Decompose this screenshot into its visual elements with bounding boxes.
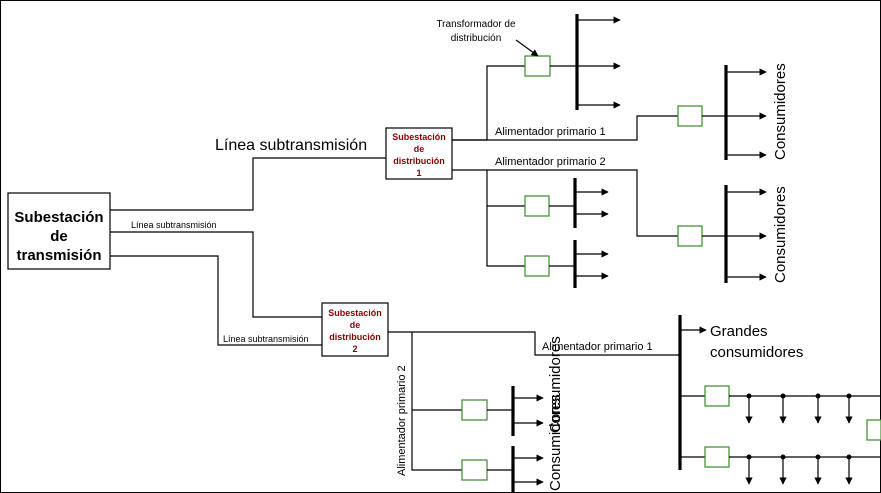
lv-service-drops <box>745 393 853 485</box>
consumers-label-4: Consumidores <box>547 394 564 491</box>
transformer-lv-3-partial <box>866 419 881 441</box>
transformer-feeder-1-sub1 <box>677 105 703 127</box>
subtransmission-line-lower <box>110 255 322 346</box>
large-consumers-label-2: consumidores <box>710 344 803 361</box>
sub1-label-3: distribución <box>393 156 445 166</box>
large-consumers-label-1: Grandes <box>710 323 768 340</box>
transmission-substation-label-2: de <box>50 228 68 245</box>
transmission-substation-label-1: Subestación <box>14 209 103 226</box>
subtransmission-line-middle <box>110 231 322 318</box>
transmission-substation-label-3: transmisión <box>16 247 101 264</box>
transformer-feeder-2-sub1 <box>677 225 703 247</box>
feeder-1-sub2-label: Alimentador primario 1 <box>542 341 653 353</box>
feeder-2-sub2 <box>411 332 462 471</box>
transformer-sub2-1 <box>461 399 488 421</box>
transformer-sub2-2 <box>461 459 488 481</box>
distribution-substation-2-box <box>321 302 389 357</box>
feeder-2-sub1-label: Alimentador primario 2 <box>495 156 606 168</box>
lateral-sub1 <box>486 170 525 267</box>
sub2-label-3: distribución <box>329 332 381 342</box>
transmission-substation-box <box>7 192 111 270</box>
transformer-lv-2 <box>704 446 730 468</box>
feeder-1-sub1-label: Alimentador primario 1 <box>495 126 606 138</box>
sub2-label-2: de <box>350 320 361 330</box>
feeder-2-sub2-label: Alimentador primario 2 <box>396 365 408 476</box>
subtransmission-line-middle-label: Línea subtransmisión <box>131 220 217 230</box>
transformer-label-2: distribución <box>451 33 502 44</box>
transformer-pointer-arrow <box>515 39 539 57</box>
distribution-transformer-top <box>524 55 551 77</box>
sub1-label-4: 1 <box>416 168 421 178</box>
sub2-label-4: 2 <box>352 344 357 354</box>
subtransmission-line-lower-label: Línea subtransmisión <box>223 334 309 344</box>
feeder-1-sub2 <box>388 331 680 356</box>
feeder-2-sub1 <box>452 169 678 237</box>
subtransmission-line-upper-label: Línea subtransmisión <box>215 137 367 154</box>
subtransmission-line-upper <box>110 157 386 211</box>
sub1-label-1: Subestación <box>392 132 446 142</box>
transformer-lv-1 <box>704 385 730 407</box>
consumers-label-3: Consumidores <box>547 336 564 433</box>
sub1-label-2: de <box>414 144 425 154</box>
consumers-label-2: Consumidores <box>772 186 789 283</box>
sub2-label-1: Subestación <box>328 308 382 318</box>
consumers-label-1: Consumidores <box>772 63 789 160</box>
transformer-label-1: Transformador de <box>436 19 516 30</box>
transformer-lateral-2 <box>524 255 550 277</box>
distribution-substation-1-box <box>385 127 453 180</box>
transformer-lateral-1 <box>524 195 550 217</box>
feeder-1-sub1 <box>452 115 678 141</box>
